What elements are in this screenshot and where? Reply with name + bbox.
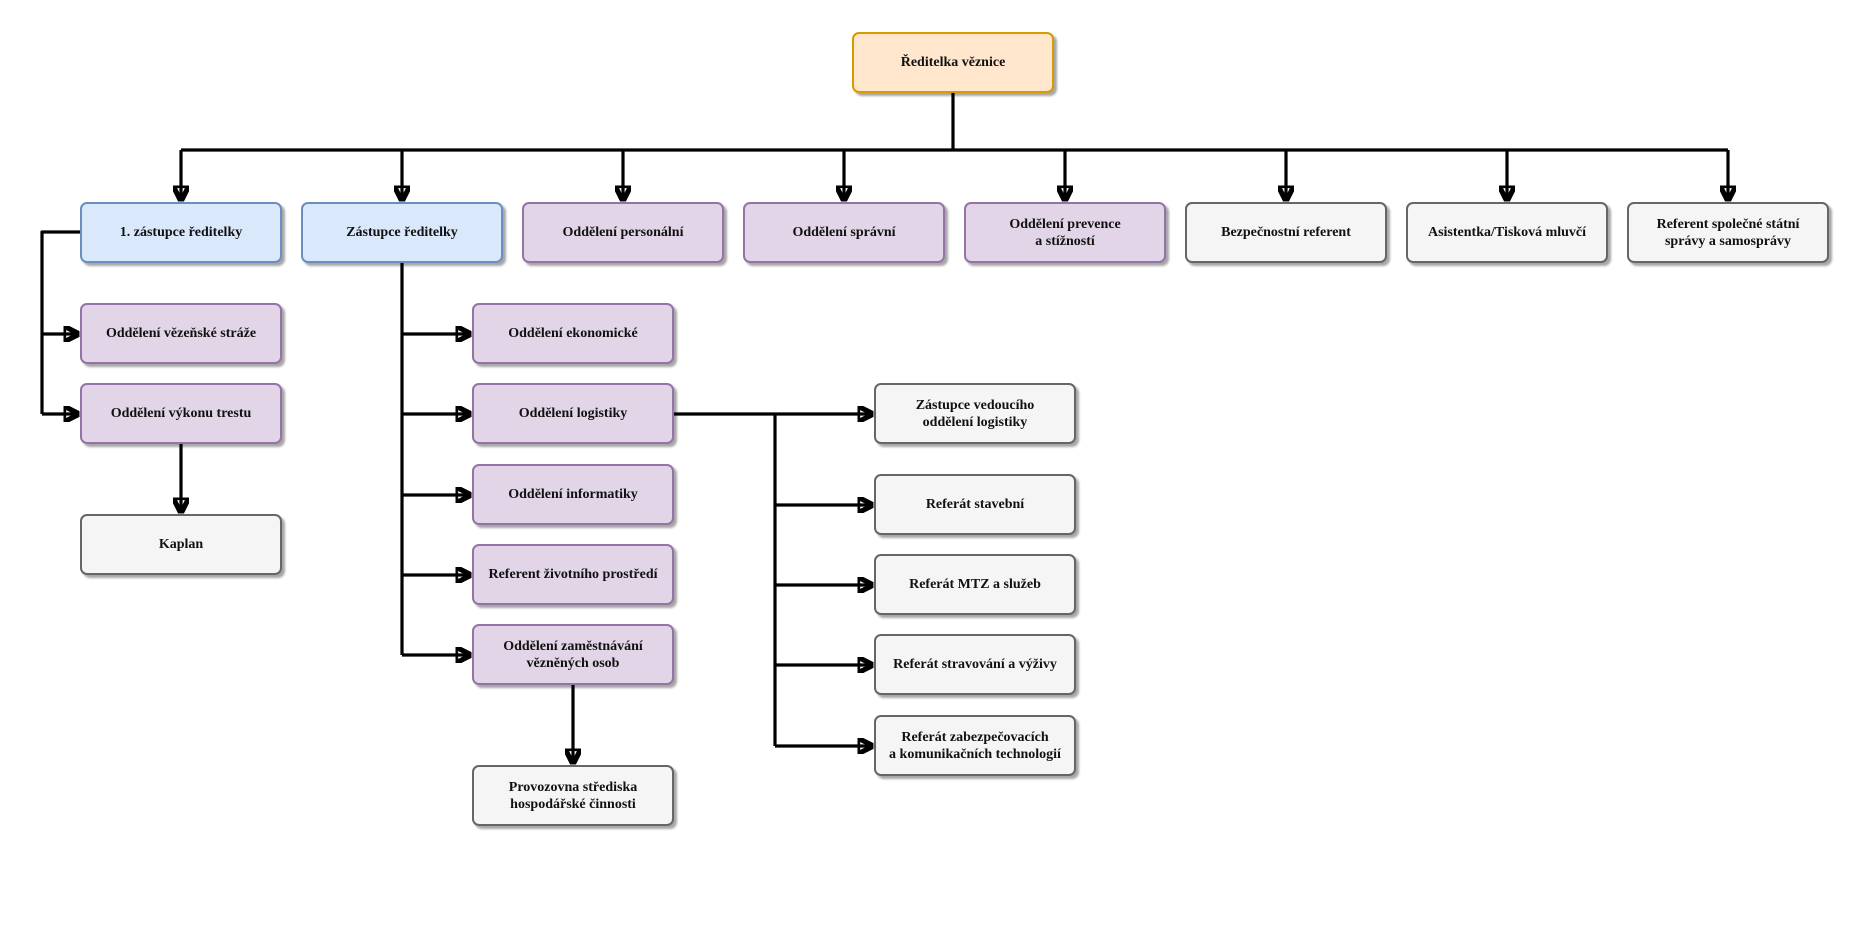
prevence-box: Oddělení prevence a stížností: [964, 202, 1166, 263]
spravni-box: Oddělení správní: [743, 202, 945, 263]
personalni-box: Oddělení personální: [522, 202, 724, 263]
zastupce1-box: 1. zástupce ředitelky: [80, 202, 282, 263]
asistentka-box: Asistentka/Tisková mluvčí: [1406, 202, 1608, 263]
informatiky-box: Oddělení informatiky: [472, 464, 674, 525]
bezpecnostni-box: Bezpečnostní referent: [1185, 202, 1387, 263]
straze-box: Oddělení vězeňské stráže: [80, 303, 282, 364]
stavebni-box: Referát stavební: [874, 474, 1076, 535]
zamestnavani-box: Oddělení zaměstnávání vězněných osob: [472, 624, 674, 685]
logistiky-box: Oddělení logistiky: [472, 383, 674, 444]
referent-spravy-box: Referent společné státní správy a samosp…: [1627, 202, 1829, 263]
zabezpecovacich-box: Referát zabezpečovacích a komunikačních …: [874, 715, 1076, 776]
zivotni-box: Referent životního prostředí: [472, 544, 674, 605]
edge-z1-rail: [40, 230, 80, 414]
zastupce-box: Zástupce ředitelky: [301, 202, 503, 263]
zastupce-logistiky-box: Zástupce vedoucího oddělení logistiky: [874, 383, 1076, 444]
mtz-box: Referát MTZ a služeb: [874, 554, 1076, 615]
provozovna-box: Provozovna střediska hospodářské činnost…: [472, 765, 674, 826]
stravovani-box: Referát stravování a výživy: [874, 634, 1076, 695]
ekonomicke-box: Oddělení ekonomické: [472, 303, 674, 364]
vykon-box: Oddělení výkonu trestu: [80, 383, 282, 444]
reditelka-box: Ředitelka věznice: [852, 32, 1054, 93]
kaplan-box: Kaplan: [80, 514, 282, 575]
